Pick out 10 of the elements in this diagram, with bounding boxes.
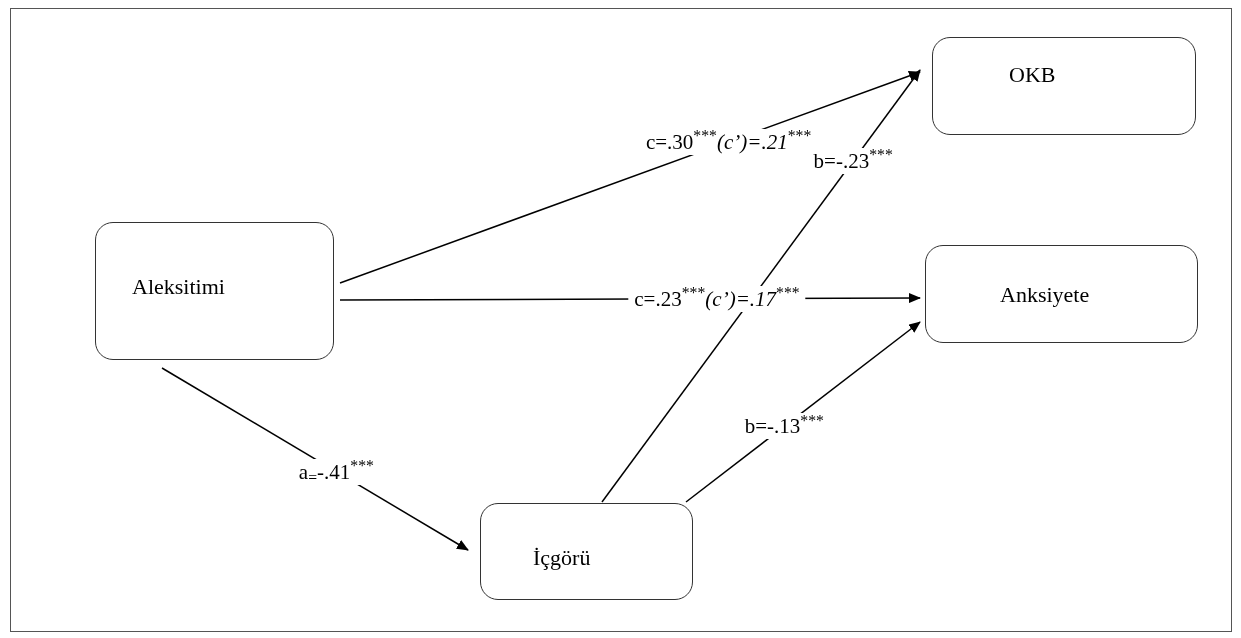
variable-name: Aleksitimi bbox=[132, 272, 225, 301]
variable-box bbox=[95, 222, 334, 360]
variable-name: İçgörü bbox=[533, 544, 591, 572]
variable-name: OKB bbox=[1009, 60, 1056, 89]
variable-box bbox=[480, 503, 693, 600]
variable-box bbox=[925, 245, 1198, 343]
variable-box bbox=[932, 37, 1196, 135]
variable-name: Anksiyete bbox=[1000, 280, 1090, 309]
arrow bbox=[601, 69, 921, 503]
edge-label: c=.23$^{***}$(c’)=.17$^{***}$ bbox=[628, 285, 806, 312]
